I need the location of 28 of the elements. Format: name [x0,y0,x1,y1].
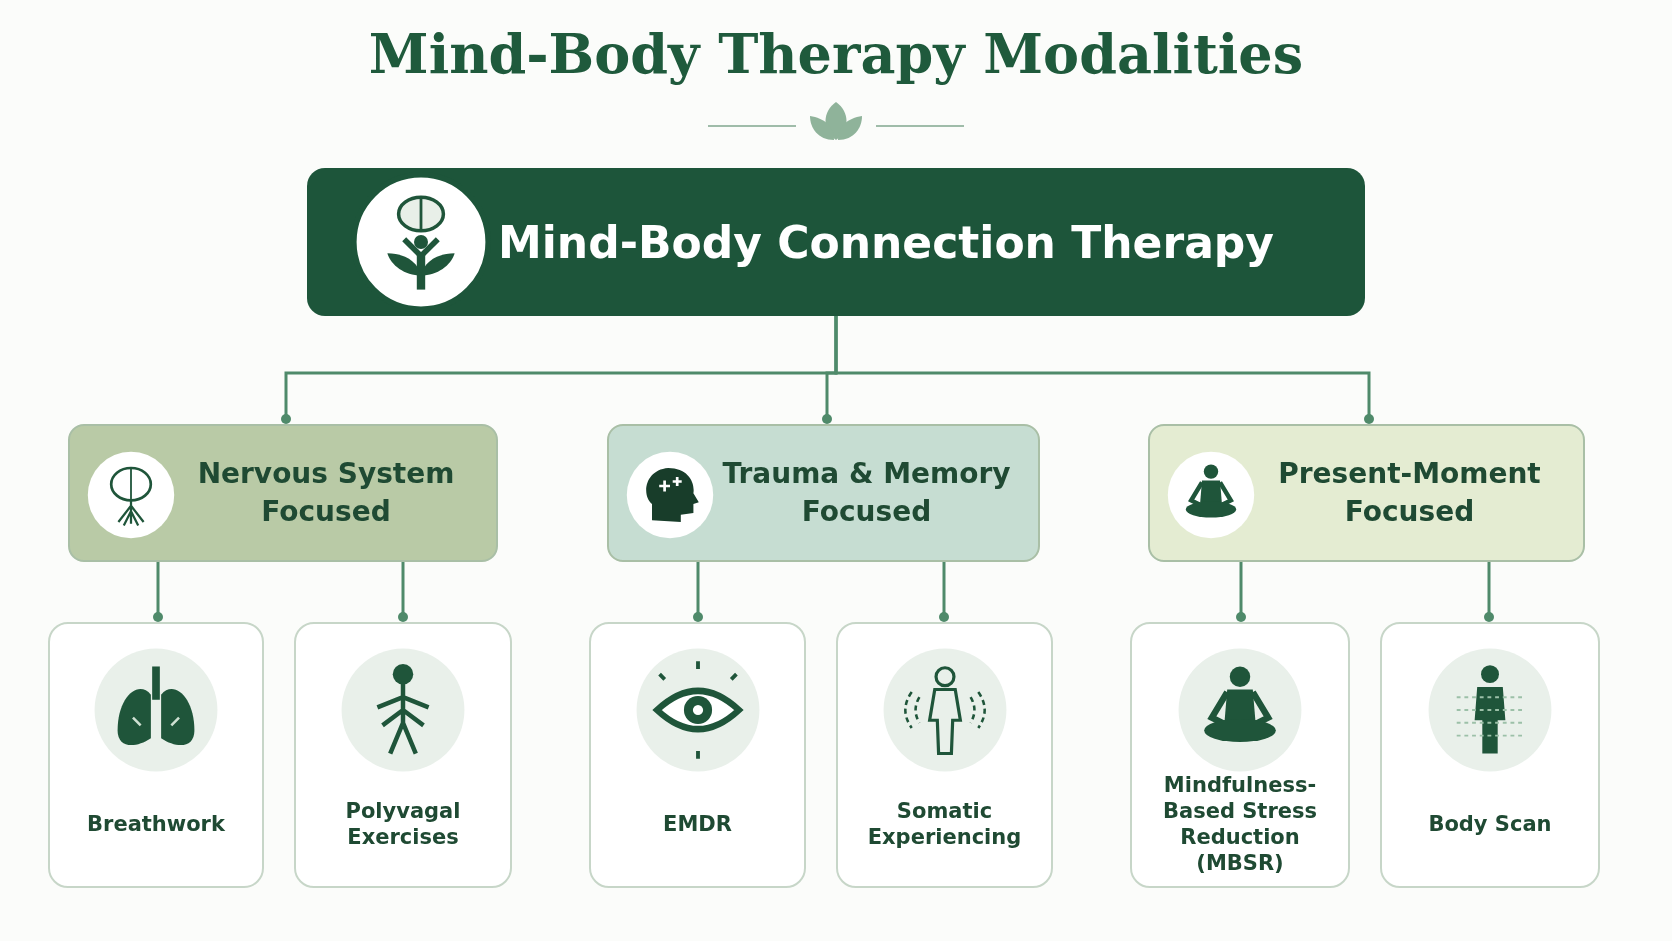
category-label: Present-Moment Focused [1278,457,1541,528]
category-label: Nervous System Focused [197,457,455,528]
therapy-label: Polyvagal Exercises [344,797,462,851]
connector-line [1484,562,1494,622]
therapy-label: Body Scan [1428,810,1552,838]
therapy-label: Mindfulness-Based Stress Reduction (MBSR) [1162,771,1318,877]
root-label: Mind-Body Connection Therapy [497,216,1274,268]
therapy-label: Breathwork [87,810,225,838]
connector-line [398,562,408,622]
therapy-card [1380,622,1600,888]
connector-line [693,562,703,622]
connector-line [834,316,1374,424]
connector-line [939,562,949,622]
therapy-card [1130,622,1350,888]
therapy-card [48,622,264,888]
category-label: Trauma & Memory Focused [722,457,1011,528]
category-box [68,424,498,562]
therapy-card [294,622,512,888]
connector-line [1236,562,1246,622]
connector-line [153,562,163,622]
category-box [1148,424,1585,562]
therapy-label: Somatic Experiencing [866,797,1023,851]
therapy-label: EMDR [663,810,732,838]
therapy-card [589,622,806,888]
diagram-title: Mind-Body Therapy Modalities [367,22,1305,86]
root-node-box [307,168,1365,316]
therapy-card [836,622,1053,888]
category-box [607,424,1040,562]
